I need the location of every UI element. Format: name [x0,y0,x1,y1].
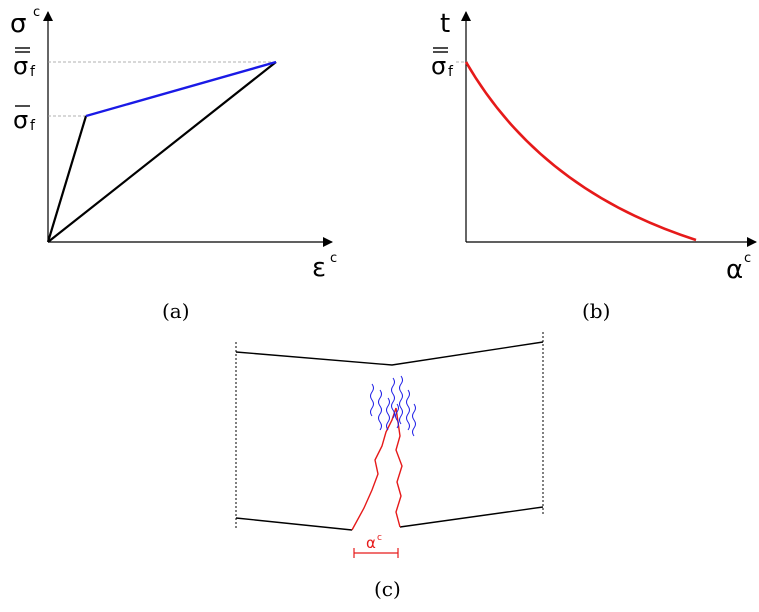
micro-crack [406,389,410,431]
panel-c-width-sup: c [377,533,382,543]
panel-b-x-axis-label: α [726,255,743,285]
panel-b-y-axis-label: t [440,9,450,39]
panel-c-bottom-edge-right [399,506,544,528]
panel-c-bottom-edge-left [235,517,353,531]
micro-crack [395,403,399,429]
panel-b-tick-sub: f [448,64,454,80]
panel-a-x-axis-label: ε [312,253,326,283]
panel-a: σ c σ f σ f ε c (a) [10,5,337,323]
panel-a-unloading-line [47,61,277,243]
panel-c-crack-left-flank [351,407,397,531]
panel-a-caption: (a) [162,299,190,323]
panel-a-upper-tick-sub: f [30,64,36,80]
panel-c-crack-right-flank [395,407,403,528]
panel-a-y-axis-label: σ [10,9,26,39]
micro-crack [391,377,395,419]
panel-a-hardening-branch [85,60,277,118]
panel-b: t σ f α c (b) [431,9,757,323]
panel-a-x-axis-sup: c [330,251,337,266]
panel-b-tick-label: σ [431,52,446,80]
panel-c-micro-cracks [370,375,416,437]
panel-a-upper-tick-label: σ [13,52,28,80]
panel-c: α c (c) [235,332,544,601]
panel-a-lower-tick-label: σ [13,106,28,134]
micro-crack [399,375,403,425]
micro-crack [378,389,382,431]
panel-b-x-axis-sup: c [744,251,751,266]
panel-c-top-edge [235,341,544,366]
micro-crack [412,403,416,437]
panel-c-caption: (c) [374,577,401,601]
panel-b-caption: (b) [582,299,610,323]
micro-crack [386,397,390,431]
panel-b-softening-curve [464,61,697,242]
micro-crack [370,383,374,417]
panel-a-lower-tick-sub: f [30,118,36,134]
panel-c-width-label: α [366,534,376,552]
panel-a-y-axis-sup: c [33,5,40,20]
panel-a-elastic-branch [46,115,88,243]
